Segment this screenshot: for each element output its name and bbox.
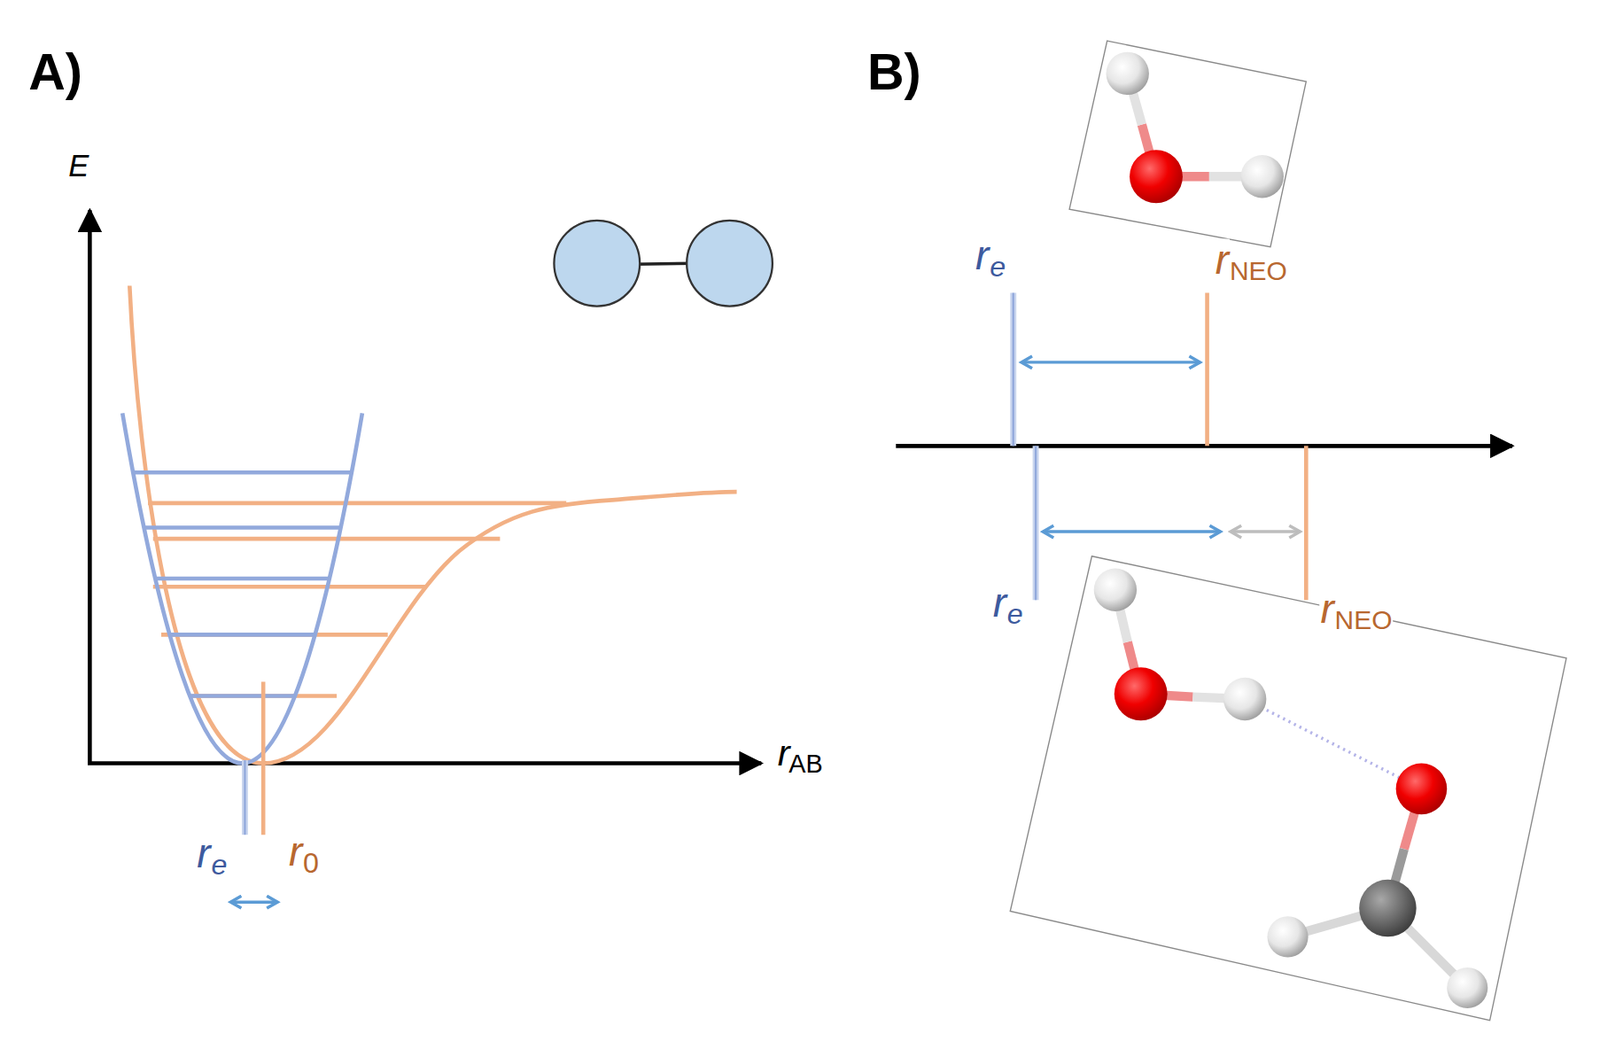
axes [87,209,762,763]
bond-length-subscript: e [1006,599,1025,629]
axis-label: E [68,150,89,182]
bond-length-label: r [195,832,212,874]
axis-subscript: AB [788,751,823,777]
hydrogen-bonded-complex [1009,556,1567,1021]
panel-letter: B) [867,46,922,99]
bond-length-label: r [1214,239,1231,280]
bond-length-label: r [974,234,991,276]
bond-length-subscript: 0 [302,848,320,878]
water-molecule [1069,40,1306,248]
harmonic-potential [122,412,363,763]
axis-label: r [777,734,791,771]
bond-length-label: r [1319,587,1336,629]
morse-potential [129,286,737,764]
bond-length-subscript: e [988,253,1007,282]
bond-length-axis [895,293,1513,601]
bond-length-subscript: NEO [1333,605,1393,633]
diatomic-molecule [553,220,772,307]
bond-length-label: r [992,582,1009,623]
bond-length-subscript: NEO [1228,256,1289,284]
bond-length-label: r [287,831,304,872]
panel-letter: A) [28,46,83,99]
bond-length-subscript: e [209,851,228,880]
bond-length-ticks [230,681,278,902]
